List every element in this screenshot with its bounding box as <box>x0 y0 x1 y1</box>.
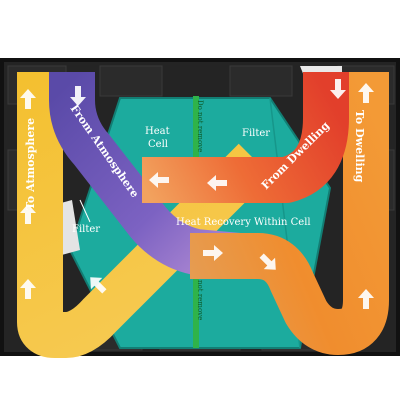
arrow-icon <box>149 172 169 188</box>
arrow-icon <box>259 253 276 270</box>
stripe-text-top: Do not remove <box>196 100 204 152</box>
stream-label-to-dwelling: To Dwelling <box>353 110 366 183</box>
heat-recovery-label: Heat Recovery Within Cell <box>176 217 311 228</box>
arrow-icon <box>70 86 86 106</box>
heat-cell-label-line2: Cell <box>148 139 168 150</box>
to-atmosphere-band <box>17 72 272 358</box>
arrow-icon <box>20 204 36 224</box>
to-dwelling-band <box>190 72 389 355</box>
stream-label-to-atmosphere: To Atmosphere <box>24 118 37 210</box>
arrow-icon <box>358 289 374 309</box>
arrow-icon <box>20 89 36 109</box>
stripe-text-bottom: Do not remove <box>196 268 204 320</box>
filter-label-left: Filter <box>72 224 100 235</box>
arrow-icon <box>207 175 227 191</box>
arrow-icon <box>203 245 223 261</box>
arrow-icon <box>20 279 36 299</box>
flow-arrows <box>20 79 374 309</box>
arrow-icon <box>90 277 107 294</box>
filter-label-right: Filter <box>242 128 270 139</box>
arrow-icon <box>358 83 374 103</box>
filter-leader-line <box>79 199 91 223</box>
from-dwelling-band <box>142 72 349 203</box>
heat-cell-label-line1: Heat <box>145 126 170 137</box>
from-atmosphere-band <box>49 72 243 279</box>
arrow-icon <box>330 79 346 99</box>
